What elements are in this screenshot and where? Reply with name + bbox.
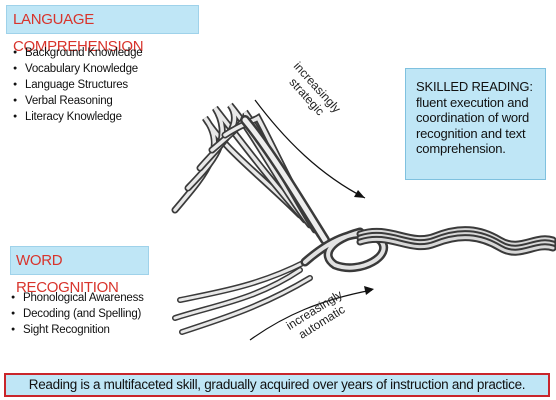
- word-recognition-list: Phonological Awareness Decoding (and Spe…: [11, 290, 144, 338]
- skilled-reading-title: SKILLED READING:: [416, 79, 541, 95]
- list-item: Phonological Awareness: [11, 290, 144, 306]
- language-comprehension-title: LANGUAGE COMPREHENSION: [6, 5, 199, 34]
- language-comprehension-list: Background Knowledge Vocabulary Knowledg…: [13, 45, 142, 125]
- strategic-arrowhead: [354, 190, 365, 198]
- word-recognition-title: WORD RECOGNITION: [10, 246, 149, 275]
- list-item: Decoding (and Spelling): [11, 306, 144, 322]
- list-item: Literacy Knowledge: [13, 109, 142, 125]
- automatic-arrowhead: [364, 286, 374, 295]
- footer-caption: Reading is a multifaceted skill, gradual…: [4, 373, 550, 397]
- skilled-reading-text: fluent execution and coordination of wor…: [416, 95, 529, 157]
- list-item: Language Structures: [13, 77, 142, 93]
- list-item: Verbal Reasoning: [13, 93, 142, 109]
- skilled-reading-box: SKILLED READING: fluent execution and co…: [405, 68, 546, 180]
- list-item: Background Knowledge: [13, 45, 142, 61]
- list-item: Vocabulary Knowledge: [13, 61, 142, 77]
- upper-rope-highlight: [245, 120, 325, 240]
- list-item: Sight Recognition: [11, 322, 144, 338]
